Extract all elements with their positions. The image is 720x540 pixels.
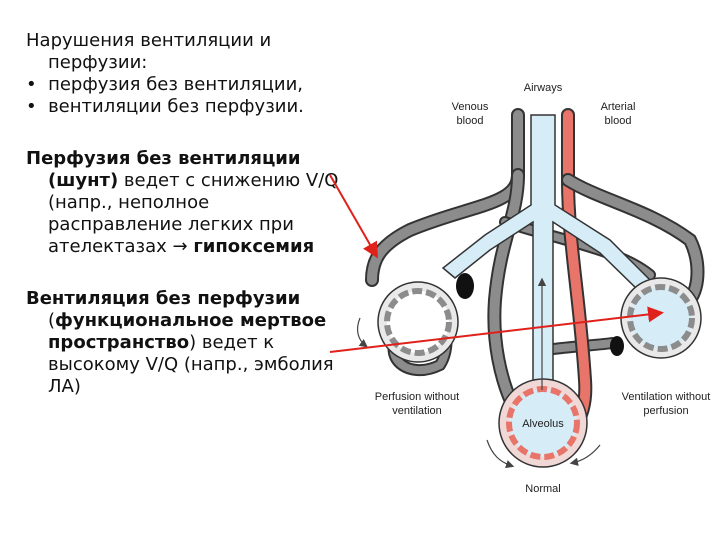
intro-block: Нарушения вентиляции и перфузии: • перфу… — [26, 30, 341, 118]
shunt-result: гипоксемия — [193, 236, 315, 257]
shunt-paragraph: Перфузия без вентиляции (шунт) ведет с с… — [26, 148, 341, 258]
label-ventilation: ventilation — [392, 405, 442, 417]
flow-arrows — [356, 277, 601, 469]
bullet-item: • вентиляции без перфузии. — [26, 96, 341, 118]
label-arterial-blood: blood — [605, 115, 632, 127]
deadspace-term: функциональное мертвое пространство — [48, 310, 327, 353]
pointer-arrow-shunt — [329, 174, 378, 259]
deadspace-text: ) ведет к высокому V/Q (напр., эмболия Л… — [48, 332, 334, 397]
label-venous-blood: blood — [457, 115, 484, 127]
label-airways: Airways — [524, 82, 563, 94]
bullet-glyph: • — [26, 96, 37, 117]
alveolus-right-inner — [627, 284, 695, 352]
deadspace-paragraph: Вентиляция без перфузии (функциональное … — [26, 288, 341, 398]
deadspace-open-paren: ( — [48, 310, 56, 331]
bullet-glyph: • — [26, 74, 37, 95]
label-normal: Normal — [525, 483, 560, 495]
shunt-text: ведет с снижению V/Q (напр., неполное ра… — [48, 170, 339, 257]
bullet-text-perfusion: перфузия без вентиляции, — [48, 74, 304, 95]
shunt-heading: Перфузия без вентиляции (шунт) — [26, 148, 301, 191]
alveolus-left-inner — [384, 288, 452, 356]
bullet-item: • перфузия без вентиляции, — [26, 74, 341, 96]
label-ventilation-without: Ventilation without — [622, 391, 711, 403]
intro-title: Нарушения вентиляции и перфузии: — [26, 30, 272, 73]
label-perfusion: perfusion — [643, 405, 688, 417]
airway-blockage — [456, 273, 474, 299]
label-venous: Venous — [452, 101, 489, 113]
diagram-labels: Airways Venous blood Arterial blood Perf… — [375, 82, 711, 495]
label-perfusion-without: Perfusion without — [375, 391, 459, 403]
label-alveolus: Alveolus — [522, 418, 564, 430]
pointer-arrow-deadspace — [329, 306, 664, 353]
vessel-blockage — [610, 336, 624, 356]
alveolus-normal-inner — [506, 386, 580, 460]
deadspace-heading: Вентиляция без перфузии — [26, 288, 301, 309]
bullet-text-ventilation: вентиляции без перфузии. — [48, 96, 304, 117]
slide-text: Нарушения вентиляции и перфузии: • перфу… — [26, 30, 341, 398]
label-arterial: Arterial — [601, 101, 636, 113]
